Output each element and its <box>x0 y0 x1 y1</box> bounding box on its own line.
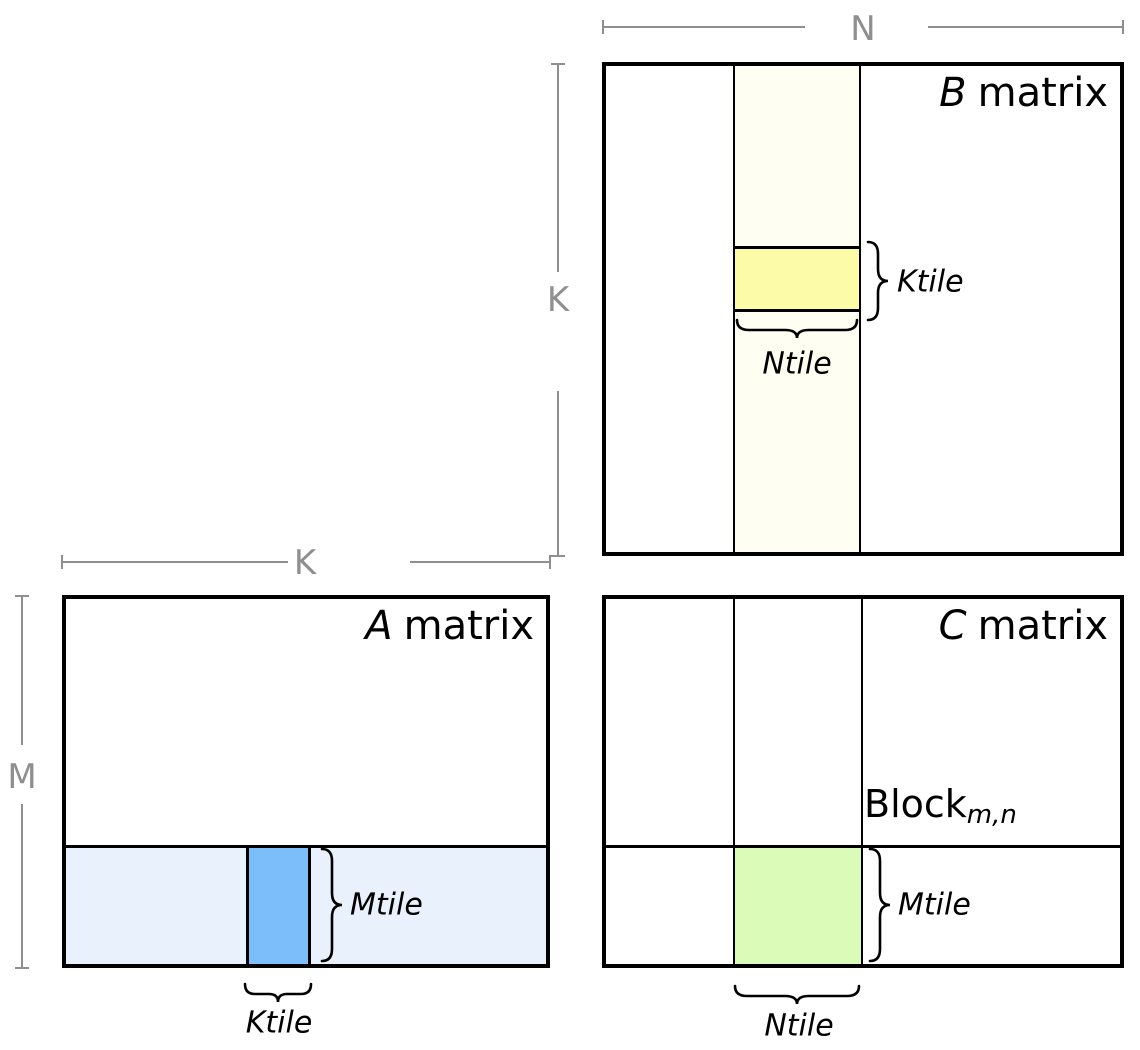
c-matrix-word: matrix <box>977 603 1108 649</box>
k-dimension-label-a: K <box>293 543 317 583</box>
b-matrix-word: matrix <box>977 70 1108 116</box>
b-ktile-block <box>733 246 861 312</box>
b-ntile-brace-icon <box>735 318 859 339</box>
b-ntile-label: Ntile <box>762 346 832 382</box>
b-matrix-letter: B <box>939 70 967 116</box>
b-ktile-label: Ktile <box>897 264 964 300</box>
c-column-line-left <box>733 599 735 964</box>
c-row-divider <box>606 845 1120 848</box>
b-ktile-brace-icon <box>866 240 889 322</box>
n-dimension-line <box>602 20 1124 34</box>
k-dimension-line-b <box>551 63 565 557</box>
c-ntile-label: Ntile <box>764 1008 834 1044</box>
a-ktile-block <box>246 845 311 964</box>
c-block-tile <box>733 845 863 964</box>
c-block-subscript: m,n <box>966 800 1017 831</box>
a-ktile-brace-icon <box>243 982 313 1003</box>
a-mtile-brace-icon <box>320 847 343 963</box>
a-mtile-label: Mtile <box>350 887 423 923</box>
a-matrix-word: matrix <box>403 603 534 649</box>
c-matrix-letter: C <box>938 603 967 649</box>
c-block-label: Blockm,n <box>864 785 1017 828</box>
a-matrix-letter: A <box>365 603 393 649</box>
c-mtile-brace-icon <box>868 847 891 963</box>
n-dimension-label: N <box>850 9 876 49</box>
c-ntile-brace-icon <box>733 984 861 1005</box>
c-column-line-right <box>861 599 863 964</box>
c-block-text: Block <box>864 782 967 826</box>
a-ktile-label: Ktile <box>245 1005 313 1041</box>
k-dimension-line-a <box>61 555 551 569</box>
m-dimension-line <box>15 595 29 969</box>
k-dimension-label-b: K <box>546 280 570 320</box>
m-dimension-label: M <box>7 757 37 797</box>
c-mtile-label: Mtile <box>898 887 971 923</box>
